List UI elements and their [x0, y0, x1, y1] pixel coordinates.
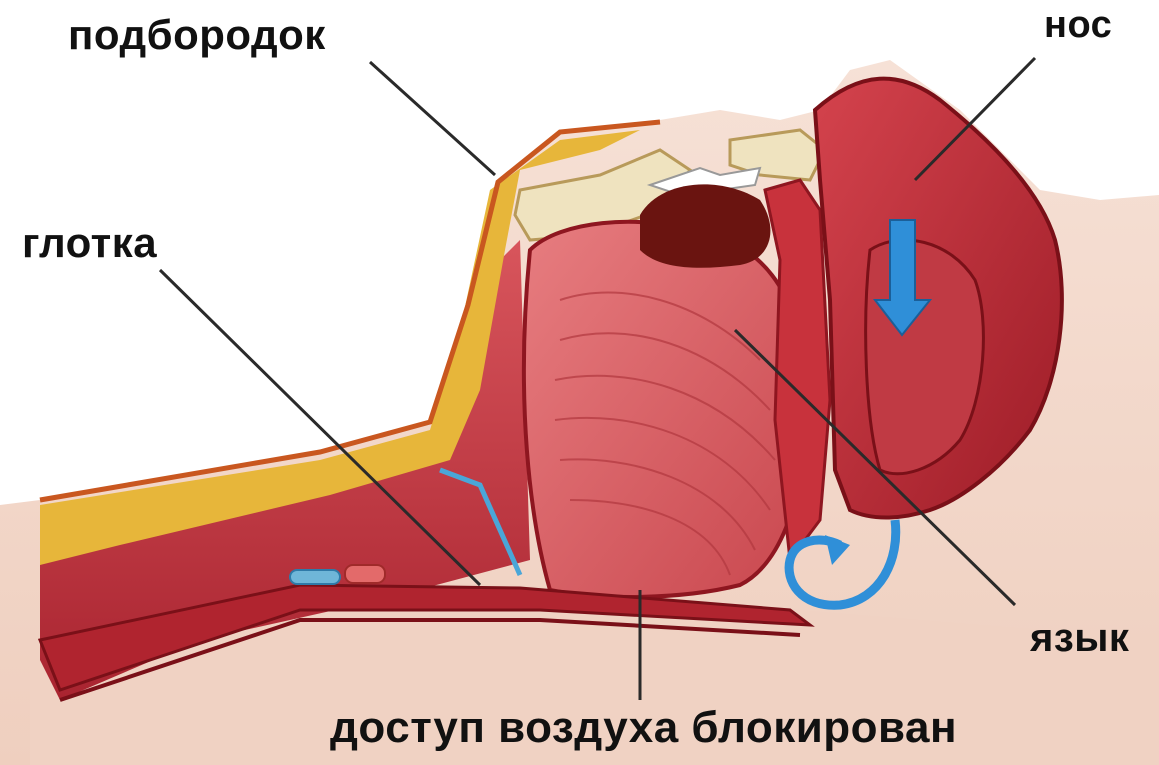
label-nose: нос	[1044, 6, 1112, 44]
label-tongue: язык	[1030, 618, 1129, 658]
label-pharynx: глотка	[22, 222, 157, 264]
leader-chin	[370, 62, 495, 175]
blue-duct	[290, 570, 340, 584]
label-airway-blocked: доступ воздуха блокирован	[330, 706, 957, 750]
oral-cavity	[640, 184, 770, 267]
label-chin: подбородок	[68, 14, 326, 56]
tongue-shape	[524, 222, 806, 597]
